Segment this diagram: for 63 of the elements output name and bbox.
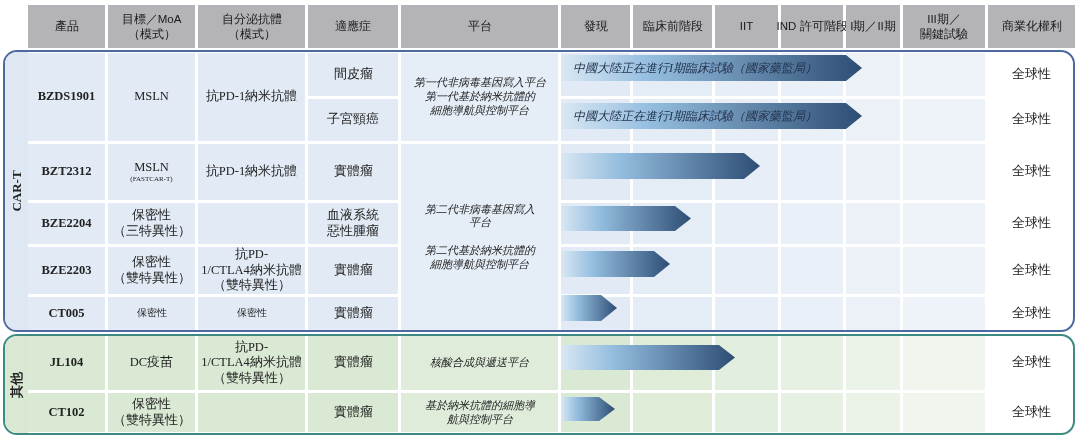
- table-cell: 間皮瘤: [308, 53, 398, 96]
- product-cell: BZE2203: [28, 247, 105, 294]
- table-cell: 保密性（雙特異性）: [108, 247, 195, 294]
- product-cell: BZT2312: [28, 144, 105, 200]
- header-cell: 平台: [401, 5, 558, 48]
- table-cell: 子宮頸癌: [308, 99, 398, 141]
- cell-text: MSLN: [134, 159, 169, 176]
- platform-text: 第二代基於納米抗體的細胞導航與控制平台: [423, 244, 536, 272]
- table-cell: DC疫苗: [108, 336, 195, 390]
- table-cell: 保密性: [198, 297, 305, 330]
- platform-text: 核酸合成與遞送平台: [430, 356, 529, 370]
- header-cell: 臨床前階段: [633, 5, 712, 48]
- progress-bar: [561, 345, 735, 370]
- rights-label: 全球性: [1012, 355, 1051, 371]
- product-cell: BZE2204: [28, 203, 105, 244]
- rights-label: 全球性: [1012, 305, 1051, 322]
- progress-bar: [561, 153, 760, 179]
- header-cell: 發現: [561, 5, 630, 48]
- table-cell: 實體瘤: [308, 247, 398, 294]
- header-cell: 自分泌抗體（模式）: [198, 5, 305, 48]
- product-cell: BZDS1901: [28, 53, 105, 141]
- platform-text: 第二代非病毒基因寫入平台: [423, 202, 536, 230]
- header-cell: III期／關鍵試驗: [903, 5, 985, 48]
- header-cell: 商業化權利: [988, 5, 1075, 48]
- table-cell: 血液系統惡性腫瘤: [308, 203, 398, 244]
- group-band: [3, 334, 1075, 435]
- rights-label: 全球性: [1012, 262, 1051, 279]
- product-cell: CT005: [28, 297, 105, 330]
- rights-label: 全球性: [1012, 215, 1051, 232]
- progress-bar: 中國大陸正在進行I期臨床試驗（國家藥監局）: [561, 55, 862, 81]
- progress-bar: [561, 251, 670, 277]
- table-cell: 保密性（雙特異性）: [108, 393, 195, 432]
- table-cell: 保密性（三特異性）: [108, 203, 195, 244]
- table-cell: 實體瘤: [308, 336, 398, 390]
- table-cell: 抗PD-1/CTLA4納米抗體（雙特異性）: [198, 336, 305, 390]
- header-cell: I期／II期: [846, 5, 900, 48]
- progress-bar: 中國大陸正在進行I期臨床試驗（國家藥監局）: [561, 103, 862, 129]
- header-cell: 適應症: [308, 5, 398, 48]
- progress-bar: [561, 206, 691, 231]
- table-cell: 抗PD-1納米抗體: [198, 53, 305, 141]
- rights-label: 全球性: [1012, 112, 1051, 128]
- table-cell: 實體瘤: [308, 144, 398, 200]
- rights-label: 全球性: [1012, 164, 1051, 180]
- header-cell: 產品: [28, 5, 105, 48]
- platform-text: 第一代基於納米抗體的細胞導航與控制平台: [423, 90, 536, 118]
- group-band: [3, 50, 1075, 332]
- table-cell: 抗PD-1納米抗體: [198, 144, 305, 200]
- platform-text: 基於納米抗體的細胞導航與控制平台: [423, 398, 536, 427]
- rights-label: 全球性: [1012, 404, 1051, 421]
- platform-text: 第一代非病毒基因寫入平台: [413, 76, 546, 91]
- header-cell: IIT: [715, 5, 778, 48]
- table-cell: 實體瘤: [308, 393, 398, 432]
- table-cell: 保密性: [108, 297, 195, 330]
- table-cell: 實體瘤: [308, 297, 398, 330]
- header-cell: 目標／MoA（模式）: [108, 5, 195, 48]
- product-cell: CT102: [28, 393, 105, 432]
- rights-label: 全球性: [1012, 66, 1051, 83]
- product-cell: JL104: [28, 336, 105, 390]
- progress-bar: [561, 397, 615, 421]
- group-label: CAR-T: [8, 170, 25, 212]
- group-label: 其他: [7, 371, 25, 398]
- table-cell: 抗PD-1/CTLA4納米抗體（雙特異性）: [198, 247, 305, 294]
- table-cell: MSLN: [108, 53, 195, 141]
